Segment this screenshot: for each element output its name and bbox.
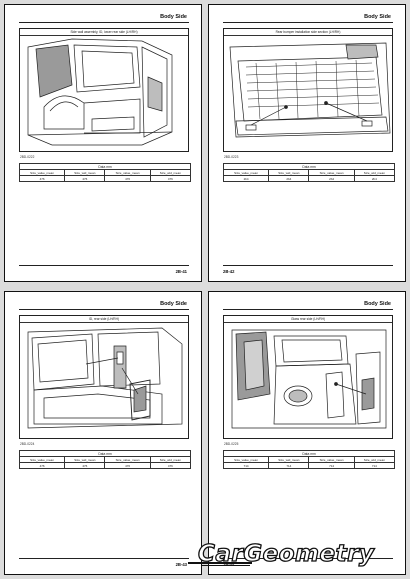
figure-frame: ID, rear side (LH/RH)	[19, 315, 189, 439]
header-rule	[223, 309, 393, 310]
wheel-house-drawing	[231, 329, 387, 429]
table-cell: 476	[104, 462, 151, 469]
page-number: 2B-42	[223, 269, 235, 274]
manual-page-2: Body Side Rear bumper installation side …	[208, 4, 406, 282]
table-cell: 2b4	[353, 175, 396, 182]
rear-quarter-drawing	[27, 38, 173, 146]
page-header: Body Side	[160, 14, 187, 20]
interior-side-drawing	[27, 327, 183, 429]
figure-caption: Side wall assembly, ID, lower rear side …	[20, 30, 188, 36]
watermark-stripe	[188, 562, 252, 564]
watermark-logo: CarGeometry	[197, 540, 375, 567]
manual-page-4: Body Side Glass rear side (LH/RH) 2BD-02…	[208, 291, 406, 575]
manual-page-3: Body Side ID, rear side (LH/RH) 2BD-0224…	[4, 291, 202, 575]
table-cell: 714	[222, 462, 270, 469]
figure-code: 2BD-0223	[224, 155, 239, 159]
table-cell: 714	[308, 462, 355, 469]
figure-code: 2BD-0224	[20, 442, 35, 446]
table-cell: 714	[268, 462, 310, 469]
table-cell: 476	[149, 462, 192, 469]
table-cell: 476	[18, 175, 66, 182]
table-cell: 476	[18, 462, 66, 469]
table-cell: 476	[149, 175, 192, 182]
table-cell: 2b4	[222, 175, 270, 182]
header-rule	[19, 22, 189, 23]
data-table: Data mm Size_value_mean Size_wid_mean Si…	[18, 450, 192, 469]
table-header-row: Size_value_mean Size_wid_mean Size_value…	[18, 456, 192, 463]
page-header: Body Side	[364, 301, 391, 307]
data-table: Data mm Size_value_mean Size_wid_mean Si…	[18, 163, 192, 182]
table-cell: 476	[64, 175, 106, 182]
figure-frame: Side wall assembly, ID, lower rear side …	[19, 28, 189, 152]
page-number: 2B-44	[223, 562, 234, 567]
manual-page-1: Body Side Side wall assembly, ID, lower …	[4, 4, 202, 282]
footer-rule	[223, 265, 393, 266]
figure-caption: Rear bumper installation side section (L…	[224, 30, 392, 36]
watermark-stripe	[202, 565, 250, 567]
header-rule	[19, 309, 189, 310]
footer-rule	[19, 558, 189, 559]
figure-caption: ID, rear side (LH/RH)	[20, 317, 188, 323]
data-table: Data mm Size_value_mean Size_wid_mean Si…	[222, 163, 396, 182]
table-row: 476 476 476 476	[18, 175, 192, 182]
page-header: Body Side	[160, 301, 187, 307]
table-cell: 2b4	[308, 175, 355, 182]
table-cell: 2b4	[268, 175, 310, 182]
table-row: 476 476 476 476	[18, 462, 192, 469]
footer-rule	[223, 558, 393, 559]
page-number: 2B-43	[175, 562, 187, 567]
table-cell: 714	[353, 462, 396, 469]
table-row: 2b4 2b4 2b4 2b4	[222, 175, 396, 182]
figure-caption: Glass rear side (LH/RH)	[224, 317, 392, 323]
table-row: 714 714 714 714	[222, 462, 396, 469]
figure-frame: Rear bumper installation side section (L…	[223, 28, 393, 152]
cargo-floor-drawing	[229, 42, 391, 138]
header-rule	[223, 22, 393, 23]
cargeometry-watermark: CarGeometry	[188, 540, 400, 571]
page-number: 2B-41	[175, 269, 187, 274]
figure-code: 2BD-0222	[20, 155, 35, 159]
table-cell: 476	[64, 462, 106, 469]
data-table: Data mm Size_value_mean Size_wid_mean Si…	[222, 450, 396, 469]
figure-frame: Glass rear side (LH/RH)	[223, 315, 393, 439]
page-header: Body Side	[364, 14, 391, 20]
table-cell: 476	[104, 175, 151, 182]
footer-rule	[19, 265, 189, 266]
figure-code: 2BD-0225	[224, 442, 239, 446]
